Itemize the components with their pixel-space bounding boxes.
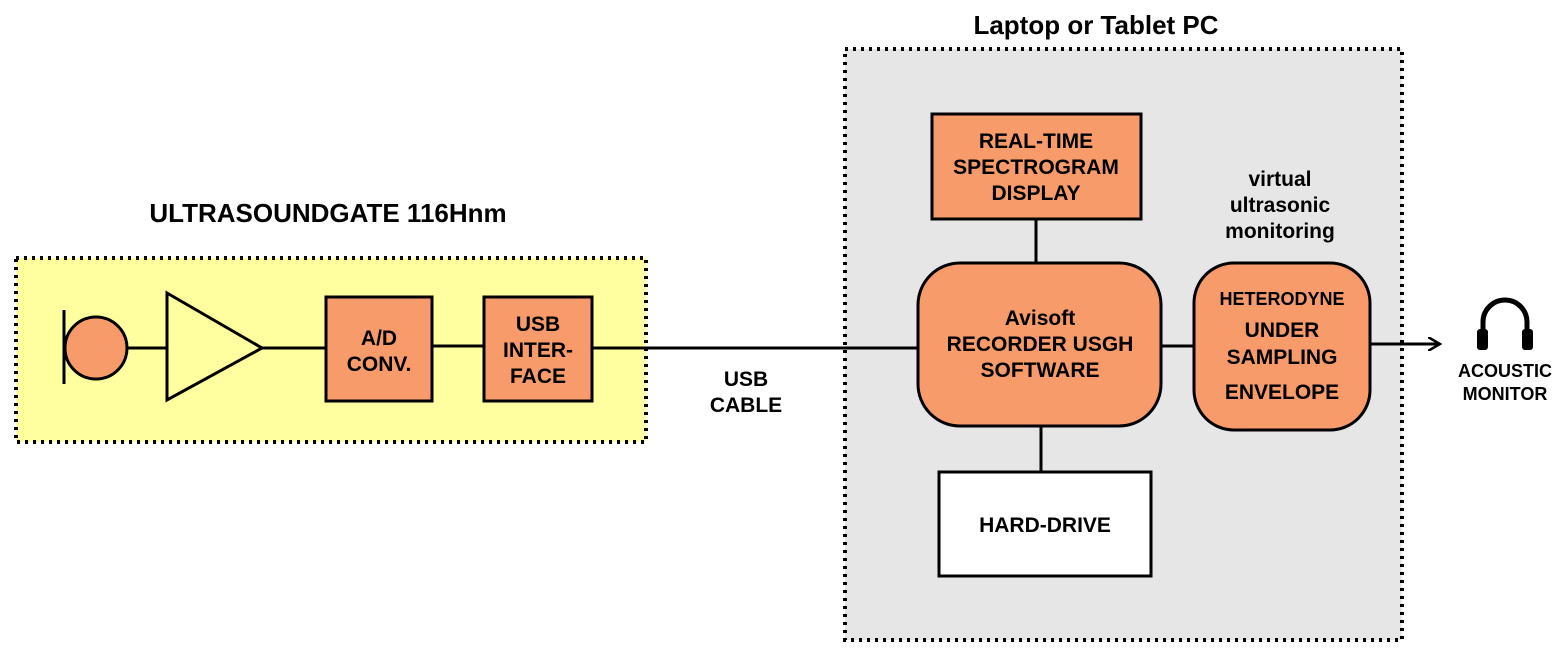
spectrogram-line-3: DISPLAY bbox=[991, 182, 1080, 205]
ad-block-line-2: CONV. bbox=[347, 353, 412, 376]
monitoring-label-line-2: ultrasonic bbox=[1230, 194, 1331, 217]
modes-line-3: SAMPLING bbox=[1227, 346, 1338, 369]
device-title: ULTRASOUNDGATE 116Hnm bbox=[149, 198, 506, 228]
modes-line-2: UNDER bbox=[1245, 319, 1320, 342]
acoustic-monitor-line-1: ACOUSTIC bbox=[1458, 361, 1552, 381]
usb-interface-block bbox=[482, 295, 594, 403]
harddrive-label: HARD-DRIVE bbox=[979, 514, 1111, 537]
ad-block-line-1: A/D bbox=[361, 327, 397, 350]
usb-block-line-2: INTER- bbox=[503, 339, 573, 362]
harddrive-block bbox=[937, 470, 1153, 578]
spectrogram-line-2: SPECTROGRAM bbox=[953, 156, 1119, 179]
amplifier-triangle-icon bbox=[165, 290, 266, 403]
recorder-software-block bbox=[916, 261, 1163, 428]
recorder-line-2: RECORDER USGH bbox=[947, 333, 1134, 356]
ad-converter-block bbox=[324, 295, 434, 403]
recorder-line-1: Avisoft bbox=[1005, 307, 1075, 330]
modes-line-4: ENVELOPE bbox=[1225, 381, 1339, 404]
modes-line-1: HETERODYNE bbox=[1219, 289, 1344, 309]
recorder-line-3: SOFTWARE bbox=[981, 359, 1100, 382]
headphones-icon bbox=[1477, 297, 1533, 350]
pc-title: Laptop or Tablet PC bbox=[973, 10, 1218, 40]
microphone-icon bbox=[62, 310, 129, 384]
monitoring-modes-block bbox=[1192, 261, 1372, 432]
usb-block-line-3: FACE bbox=[510, 365, 566, 388]
cable-label-line-2: CABLE bbox=[710, 394, 782, 417]
usb-block-line-1: USB bbox=[516, 313, 560, 336]
cable-label-line-1: USB bbox=[724, 368, 768, 391]
acoustic-monitor-line-2: MONITOR bbox=[1463, 384, 1548, 404]
spectrogram-line-1: REAL-TIME bbox=[979, 130, 1093, 153]
monitoring-label-line-3: monitoring bbox=[1225, 220, 1335, 243]
monitoring-label-line-1: virtual bbox=[1248, 168, 1311, 191]
spectrogram-block bbox=[930, 112, 1143, 221]
